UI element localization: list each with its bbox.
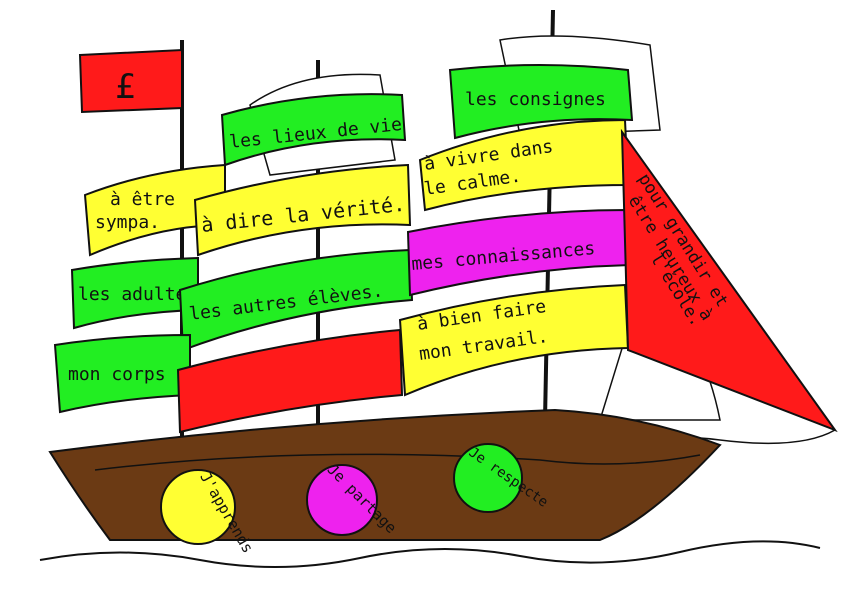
porthole-center — [306, 464, 378, 536]
sail-top-right-label: les consignes — [465, 89, 606, 110]
sail-row2-center — [178, 248, 414, 352]
sail-jib — [620, 128, 838, 433]
porthole-right — [453, 443, 523, 513]
sail-row3-red — [176, 328, 404, 434]
porthole-left — [160, 469, 236, 545]
sail-row1-left-label-1: à être — [110, 189, 175, 210]
sail-top-right — [448, 64, 634, 140]
sea-waves — [39, 540, 821, 569]
sail-row1-left-label-2: sympa. — [95, 212, 160, 233]
sail-row1-center — [193, 163, 412, 257]
sail-row3-left-label: mon corps — [68, 364, 166, 385]
flag-symbol: £ — [115, 67, 135, 107]
sail-row2-left-label: les adultes — [78, 284, 197, 305]
flag — [78, 48, 183, 114]
sail-top-left — [220, 93, 407, 167]
